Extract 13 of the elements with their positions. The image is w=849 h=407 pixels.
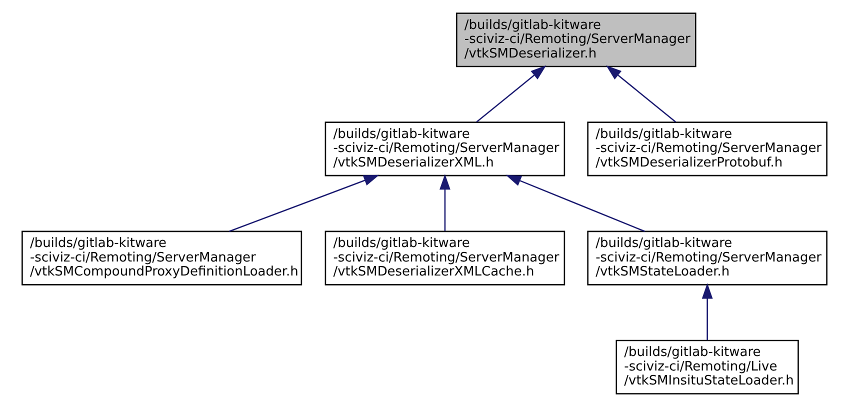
node-box: /builds/gitlab-kitware -sciviz-ci/Remoting/ServerManager /vtkSMDeserializerProtobuf.h (587, 122, 828, 176)
node-box: /builds/gitlab-kitware -sciviz-ci/Remoting/ServerManager /vtkSMCompoundProxyDefinitionLoader.h (22, 230, 302, 286)
node-box: /builds/gitlab-kitware -sciviz-ci/Remoting/Live /vtkSMInsituStateLoader.h (616, 340, 799, 394)
arrow (506, 174, 646, 232)
node-box: /builds/gitlab-kitware -sciviz-ci/Remoting/ServerManager /vtkSMDeserializerXMLCache.h (324, 230, 566, 286)
arrow (440, 174, 450, 232)
arrow (476, 65, 546, 122)
arrow (229, 174, 380, 232)
arrow (702, 283, 713, 340)
arrow (606, 65, 676, 122)
node-box: /builds/gitlab-kitware -sciviz-ci/Remoting/ServerManager /vtkSMStateLoader.h (587, 230, 828, 286)
node-box: /builds/gitlab-kitware -sciviz-ci/Remoting/ServerManager /vtkSMDeserializer.h (456, 12, 696, 68)
node-box: /builds/gitlab-kitware -sciviz-ci/Remoting/ServerManager /vtkSMDeserializerXML.h (324, 122, 566, 176)
